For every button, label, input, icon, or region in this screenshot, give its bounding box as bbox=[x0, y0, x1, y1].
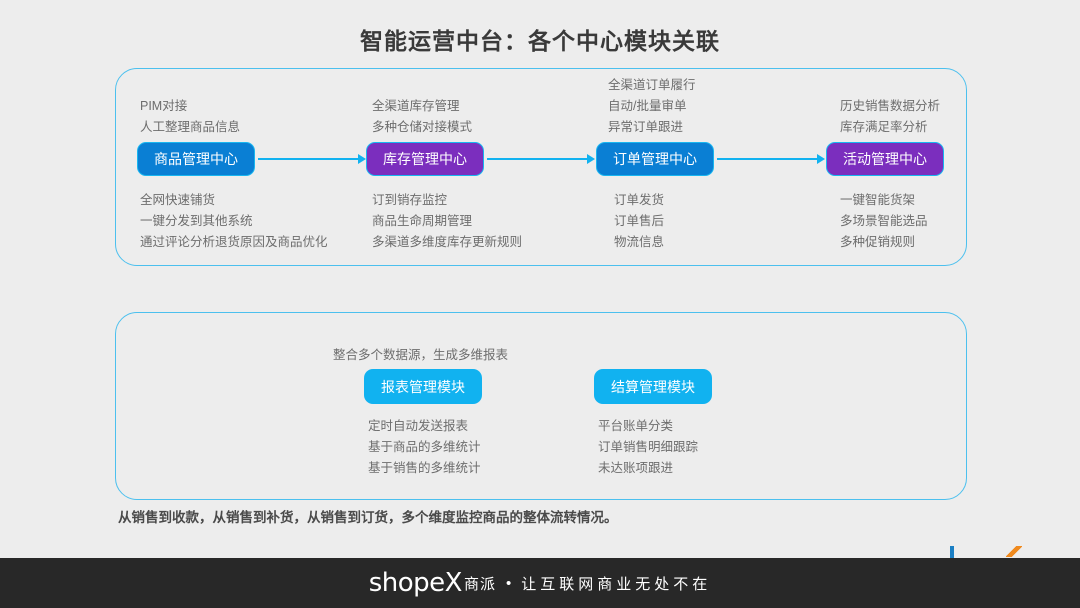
flow-col-1-above: PIM对接 人工整理商品信息 bbox=[140, 88, 350, 138]
node-inventory-center-label: 库存管理中心 bbox=[383, 151, 467, 167]
flow-col-3-below: 订单发货 订单售后 物流信息 bbox=[614, 190, 814, 253]
brand-logo-cn: 商派 bbox=[463, 575, 496, 593]
arrow-3-to-4 bbox=[717, 154, 825, 164]
node-settlement-module[interactable]: 结算管理模块 bbox=[594, 369, 712, 404]
flow-col-4-above: 历史销售数据分析 库存满足率分析 bbox=[840, 88, 1040, 138]
col-4-below-line-1: 一键智能货架 bbox=[840, 193, 916, 207]
settlement-module-below: 平台账单分类 订单销售明细跟踪 未达账项跟进 bbox=[598, 416, 818, 479]
col-4-below-line-2: 多场景智能选品 bbox=[840, 214, 928, 228]
report-module-below: 定时自动发送报表 基于商品的多维统计 基于销售的多维统计 bbox=[368, 416, 588, 479]
brand-logo: shopeX bbox=[368, 568, 463, 598]
col-2-above-line-1: 全渠道库存管理 bbox=[372, 99, 460, 113]
node-campaign-center[interactable]: 活动管理中心 bbox=[826, 142, 944, 176]
node-report-module[interactable]: 报表管理模块 bbox=[364, 369, 482, 404]
col-4-below-line-3: 多种促销规则 bbox=[840, 235, 916, 249]
node-order-center[interactable]: 订单管理中心 bbox=[596, 142, 714, 176]
col-2-below-line-1: 订到销存监控 bbox=[372, 193, 448, 207]
node-order-center-label: 订单管理中心 bbox=[613, 151, 697, 167]
flow-col-2-below: 订到销存监控 商品生命周期管理 多渠道多维度库存更新规则 bbox=[372, 190, 602, 253]
flow-panel bbox=[115, 68, 967, 266]
col-3-above-line-3: 异常订单跟进 bbox=[608, 120, 684, 134]
report-below-line-2: 基于商品的多维统计 bbox=[368, 440, 481, 454]
col-1-above-line-2: 人工整理商品信息 bbox=[140, 120, 241, 134]
col-1-below-line-3: 通过评论分析退货原因及商品优化 bbox=[140, 235, 328, 249]
footer-separator: • bbox=[505, 574, 512, 592]
footer-slogan: 让互联网商业无处不在 bbox=[521, 575, 712, 593]
report-panel-lead: 整合多个数据源，生成多维报表 bbox=[333, 348, 509, 362]
node-settlement-module-label: 结算管理模块 bbox=[611, 378, 695, 395]
col-2-below-line-3: 多渠道多维度库存更新规则 bbox=[372, 235, 523, 249]
node-campaign-center-label: 活动管理中心 bbox=[843, 151, 927, 167]
settlement-below-line-3: 未达账项跟进 bbox=[598, 461, 674, 475]
page-title: 智能运营中台：各个中心模块关联 bbox=[360, 28, 720, 54]
col-2-above-line-2: 多种仓储对接模式 bbox=[372, 120, 473, 134]
flow-col-1-below: 全网快速铺货 一键分发到其他系统 通过评论分析退货原因及商品优化 bbox=[140, 190, 370, 253]
col-2-below-line-2: 商品生命周期管理 bbox=[372, 214, 473, 228]
col-3-below-line-3: 物流信息 bbox=[614, 235, 665, 249]
settlement-below-line-1: 平台账单分类 bbox=[598, 419, 674, 433]
settlement-below-line-2: 订单销售明细跟踪 bbox=[598, 440, 699, 454]
col-1-below-line-1: 全网快速铺货 bbox=[140, 193, 216, 207]
col-3-above-line-1: 全渠道订单履行 bbox=[608, 78, 696, 92]
node-product-center[interactable]: 商品管理中心 bbox=[137, 142, 255, 176]
footer-bar: shopeX 商派 • 让互联网商业无处不在 bbox=[0, 558, 1080, 608]
report-below-line-1: 定时自动发送报表 bbox=[368, 419, 469, 433]
flow-col-3-above: 全渠道订单履行 自动/批量审单 异常订单跟进 bbox=[608, 78, 818, 138]
decor-orange-slash bbox=[1006, 546, 1022, 557]
report-below-line-3: 基于销售的多维统计 bbox=[368, 461, 481, 475]
col-3-below-line-2: 订单售后 bbox=[614, 214, 665, 228]
flow-col-4-below: 一键智能货架 多场景智能选品 多种促销规则 bbox=[840, 190, 1040, 253]
col-1-below-line-2: 一键分发到其他系统 bbox=[140, 214, 253, 228]
slide-caption: 从销售到收款，从销售到补货，从销售到订货，多个维度监控商品的整体流转情况。 bbox=[118, 510, 618, 525]
arrow-1-to-2 bbox=[258, 154, 366, 164]
col-4-above-line-2: 库存满足率分析 bbox=[840, 120, 928, 134]
decor-blue-tick bbox=[950, 546, 954, 558]
node-inventory-center[interactable]: 库存管理中心 bbox=[366, 142, 484, 176]
node-product-center-label: 商品管理中心 bbox=[154, 151, 238, 167]
node-report-module-label: 报表管理模块 bbox=[381, 378, 465, 395]
arrow-2-to-3 bbox=[487, 154, 595, 164]
flow-col-2-above: 全渠道库存管理 多种仓储对接模式 bbox=[372, 88, 582, 138]
col-3-below-line-1: 订单发货 bbox=[614, 193, 665, 207]
col-1-above-line-1: PIM对接 bbox=[140, 99, 188, 113]
col-4-above-line-1: 历史销售数据分析 bbox=[840, 99, 941, 113]
col-3-above-line-2: 自动/批量审单 bbox=[608, 99, 687, 113]
report-panel bbox=[115, 312, 967, 500]
